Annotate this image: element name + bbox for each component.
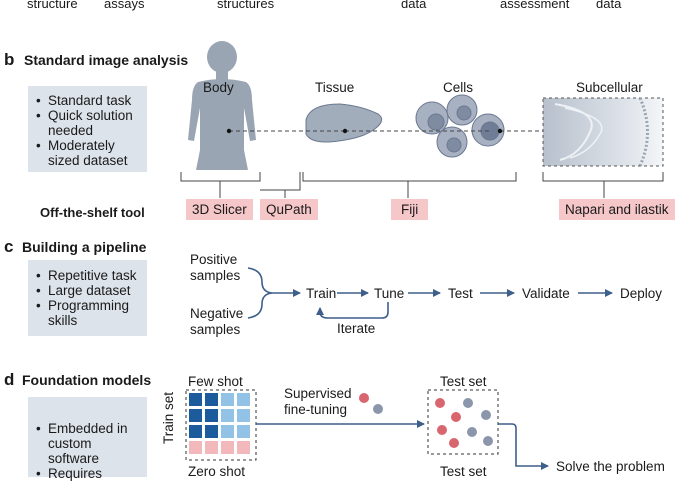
liver-figure bbox=[305, 103, 383, 143]
body-figure bbox=[188, 41, 256, 170]
tool-brackets bbox=[180, 172, 664, 198]
top-label-assessment: assessment bbox=[500, 0, 570, 11]
few-shot-label: Few shot bbox=[188, 374, 243, 389]
top-label-structures: structures bbox=[217, 0, 275, 11]
train-set-label: Train set bbox=[161, 391, 176, 444]
bullet: Standard task bbox=[34, 93, 141, 108]
section-d-box: Embedded in custom software Requires bbox=[28, 397, 147, 481]
section-d-title: Foundation models bbox=[22, 372, 152, 388]
section-d-letter: d bbox=[4, 370, 15, 389]
bullet: Quick solution needed bbox=[34, 108, 141, 138]
bullet: Requires bbox=[34, 466, 141, 481]
scale-label-body: Body bbox=[203, 80, 234, 95]
scale-label-tissue: Tissue bbox=[315, 80, 355, 95]
tools-label: Off-the-shelf tool bbox=[40, 205, 145, 220]
step-validate: Validate bbox=[522, 286, 570, 301]
iterate-label: Iterate bbox=[337, 321, 376, 336]
bullet: Large dataset bbox=[34, 283, 141, 298]
test-set-label: Test set bbox=[440, 374, 487, 389]
bullet: Moderately sized dataset bbox=[34, 138, 141, 168]
step-deploy: Deploy bbox=[620, 286, 663, 301]
diagram-graphics bbox=[180, 41, 664, 470]
few-shot-grid bbox=[185, 389, 257, 461]
section-c-box: Repetitive task Large dataset Programmin… bbox=[28, 260, 147, 336]
tool-3d-slicer: 3D Slicer bbox=[186, 199, 253, 220]
zero-shot-label: Zero shot bbox=[188, 464, 246, 479]
top-label-assays: assays bbox=[104, 0, 145, 11]
section-b-letter: b bbox=[4, 50, 15, 69]
solve-problem-label: Solve the problem bbox=[556, 459, 665, 474]
step-test: Test bbox=[448, 286, 473, 301]
supervised-finetuning-label: Supervised fine-tuning bbox=[284, 386, 352, 417]
top-label-data-2: data bbox=[596, 0, 622, 11]
test-set-box bbox=[427, 389, 499, 455]
scale-dot-cells bbox=[497, 128, 503, 134]
scale-label-cells: Cells bbox=[443, 80, 474, 95]
cells-figure bbox=[415, 94, 505, 158]
bullet: Programming skills bbox=[34, 298, 141, 328]
bullet: Repetitive task bbox=[34, 268, 141, 283]
tool-qupath: QuPath bbox=[260, 199, 318, 220]
scale-dot-tissue bbox=[342, 128, 348, 134]
bullet: Embedded in custom software bbox=[34, 421, 141, 466]
top-label-data-1: data bbox=[401, 0, 427, 11]
pipeline-arrows bbox=[247, 267, 613, 319]
top-label-structure: structure bbox=[27, 0, 78, 11]
dot-gray bbox=[373, 404, 383, 414]
input-positive-samples: Positive samples bbox=[190, 252, 241, 283]
step-train: Train bbox=[306, 286, 337, 301]
scale-label-subcellular: Subcellular bbox=[576, 80, 643, 95]
step-tune: Tune bbox=[374, 286, 405, 301]
test-set-bottom-label: Test set bbox=[440, 464, 487, 479]
input-negative-samples: Negative samples bbox=[190, 306, 244, 337]
subcellular-figure bbox=[542, 97, 664, 167]
dot-red bbox=[359, 393, 369, 403]
tool-fiji: Fiji bbox=[391, 199, 429, 220]
solve-arrow bbox=[498, 423, 549, 470]
section-c-title: Building a pipeline bbox=[22, 239, 147, 255]
section-b-title: Standard image analysis bbox=[24, 52, 189, 68]
section-c-letter: c bbox=[4, 237, 14, 256]
scale-dot-body bbox=[226, 128, 232, 134]
section-b-box: Standard task Quick solution needed Mode… bbox=[28, 86, 147, 172]
tool-napari-ilastik: Napari and ilastik bbox=[559, 199, 675, 220]
